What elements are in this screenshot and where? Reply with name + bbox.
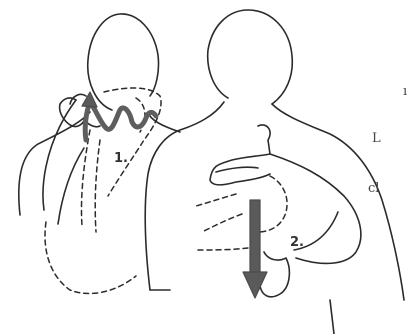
margin-fragment-middle: L (372, 131, 381, 146)
left-figure-hand (60, 98, 86, 127)
right-figure-shoulders (145, 102, 224, 290)
step-two-label: 2. (290, 235, 304, 250)
right-figure-motion-trace (258, 176, 287, 232)
left-figure-arm (43, 100, 76, 210)
left-figure-head (88, 14, 159, 110)
left-figure: 1. (19, 14, 180, 294)
right-figure-head (208, 10, 293, 104)
left-figure-motion-trace (104, 88, 161, 196)
margin-fragment-bottom: cl (368, 181, 379, 196)
down-arrow-shaft (250, 200, 260, 274)
right-figure: 2. (145, 10, 404, 334)
right-figure-arm (270, 154, 361, 263)
right-figure-hand (210, 125, 270, 185)
wiggle-movement-arrow (85, 102, 156, 140)
left-figure-shoulders (19, 112, 90, 215)
step-one-label: 1. (114, 151, 128, 166)
margin-fragment-top: ı (403, 84, 407, 99)
